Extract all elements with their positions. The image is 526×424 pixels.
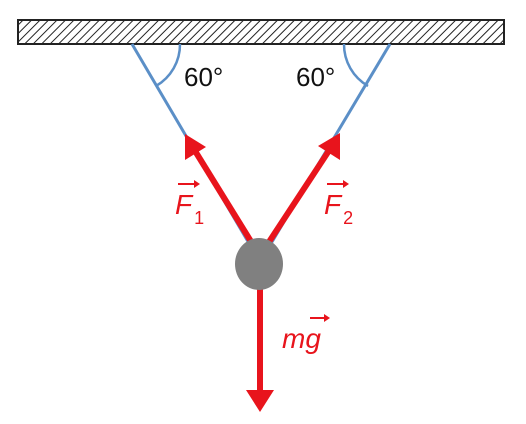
- force1-symbol: F: [175, 189, 194, 220]
- force2-arrowhead: [318, 133, 340, 160]
- vector-arrow-icon: [194, 180, 200, 188]
- weight-symbol: mg: [282, 323, 321, 354]
- force2-subscript: 2: [343, 208, 353, 228]
- svg-text:F1: F1: [175, 189, 204, 228]
- force2-symbol: F: [324, 189, 343, 220]
- angle-label-right: 60°: [296, 62, 335, 92]
- angle-label-left: 60°: [184, 62, 223, 92]
- force2-arrow: [262, 144, 335, 250]
- vector-arrow-icon: [324, 314, 330, 322]
- vector-arrow-icon: [343, 180, 349, 188]
- weight-label: mg: [282, 314, 330, 354]
- angle-arc-left: [155, 43, 182, 88]
- weight-arrowhead: [246, 390, 274, 412]
- angle-arc-right: [342, 43, 369, 88]
- hanging-mass: [235, 238, 283, 290]
- force1-arrowhead: [185, 134, 206, 160]
- svg-text:F2: F2: [324, 189, 353, 228]
- force1-subscript: 1: [194, 208, 204, 228]
- ceiling: [17, 19, 505, 45]
- force1-arrow: [189, 144, 258, 250]
